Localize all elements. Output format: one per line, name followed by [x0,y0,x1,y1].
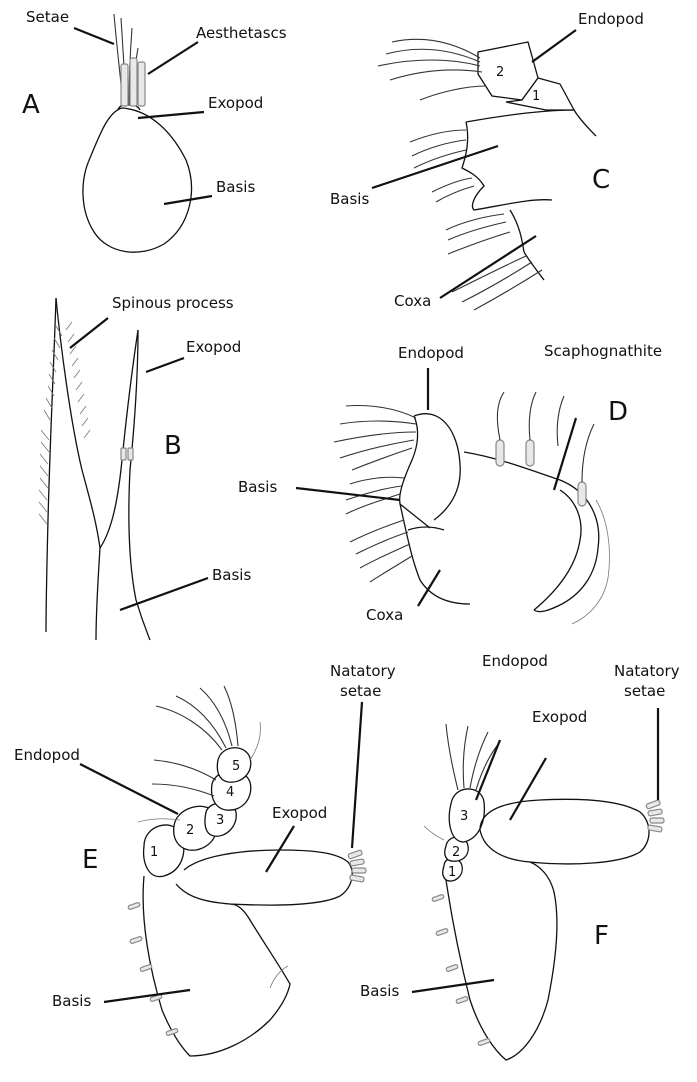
antennule-aesthetascs [121,58,145,106]
leader-c-endopod [532,30,576,62]
e-seg-1-label: 1 [150,845,158,860]
label-b-spinous: Spinous process [112,294,234,312]
antenna-spinous-process [56,298,100,548]
leader-d-coxa [418,570,440,606]
d-scaphognathite [464,452,599,612]
label-a-setae: Setae [26,8,69,26]
f-seg-2-label: 2 [452,845,460,860]
c-endopod-setae [378,39,486,100]
label-a-basis: Basis [216,178,255,196]
panel-b: B Spinous process Exopod Basis [39,294,251,640]
f-seg-3-label: 3 [460,809,468,824]
leader-d-basis [296,488,400,500]
leader-a-setae [74,28,114,44]
label-d-scaphognathite: Scaphognathite [544,342,662,360]
leader-e-endopod [80,764,178,814]
label-a-exopod: Exopod [208,94,263,112]
panel-f: F 1 2 3 [360,652,680,1060]
label-c-coxa: Coxa [394,292,431,310]
d-endopod [414,414,460,520]
leader-e-natatory [352,702,362,848]
label-b-exopod: Exopod [186,338,241,356]
leader-f-basis [412,980,494,992]
label-c-basis: Basis [330,190,369,208]
e-seg-4-label: 4 [226,785,234,800]
antennule-basis [83,108,192,252]
c-basis-setae [410,130,474,202]
label-f-natatory-1: Natatory [614,662,680,680]
label-f-exopod: Exopod [532,708,587,726]
panel-letter-d: D [608,397,628,427]
d-endopod-setae [334,406,416,471]
e-seg-2-label: 2 [186,823,194,838]
panel-letter-b: B [164,431,182,461]
label-e-basis: Basis [52,992,91,1010]
e-exopod [176,850,352,905]
e-seg-3-label: 3 [216,813,224,828]
spinous-process-spines [39,322,90,524]
label-f-basis: Basis [360,982,399,1000]
panel-a: A Setae Aesthetascs Exopod Basis [22,8,287,252]
panel-letter-f: F [594,921,609,951]
label-e-endopod: Endopod [14,746,80,764]
e-natatory-setae [348,850,366,882]
f-exopod [480,799,649,864]
label-f-natatory-2: setae [624,682,665,700]
e-seg-5-label: 5 [232,759,240,774]
label-e-exopod: Exopod [272,804,327,822]
label-f-endopod: Endopod [482,652,548,670]
label-a-aesthetascs: Aesthetascs [196,24,287,42]
c-seg-1-label: 1 [532,89,540,104]
panel-c: C 2 1 [330,10,644,310]
panel-letter-e: E [82,845,98,875]
leader-c-basis [372,146,498,188]
f-basis [446,862,557,1060]
leader-a-exopod [138,112,204,118]
panel-e: E 1 2 3 4 5 [14,662,396,1056]
panel-letter-c: C [592,165,610,195]
label-e-natatory-1: Natatory [330,662,396,680]
label-d-endopod: Endopod [398,344,464,362]
f-seg-1-label: 1 [448,865,456,880]
leader-a-basis [164,196,212,204]
leader-f-exopod [510,758,546,820]
leader-e-basis [104,990,190,1002]
leader-e-exopod [266,826,294,872]
leader-b-exopod [146,358,184,372]
leader-f-endopod [476,740,500,800]
label-c-endopod: Endopod [578,10,644,28]
label-d-basis: Basis [238,478,277,496]
f-basis-setae [432,894,491,1046]
leader-a-aesthetascs [148,42,198,74]
label-e-natatory-2: setae [340,682,381,700]
c-seg-2-label: 2 [496,65,504,80]
label-d-coxa: Coxa [366,606,403,624]
d-coxa-setae [350,520,412,582]
exopod-tip-setae [121,448,133,460]
f-natatory-setae [646,800,664,832]
leader-b-spinous [70,318,108,348]
panel-d: D [238,342,662,624]
label-b-basis: Basis [212,566,251,584]
panel-letter-a: A [22,90,40,120]
